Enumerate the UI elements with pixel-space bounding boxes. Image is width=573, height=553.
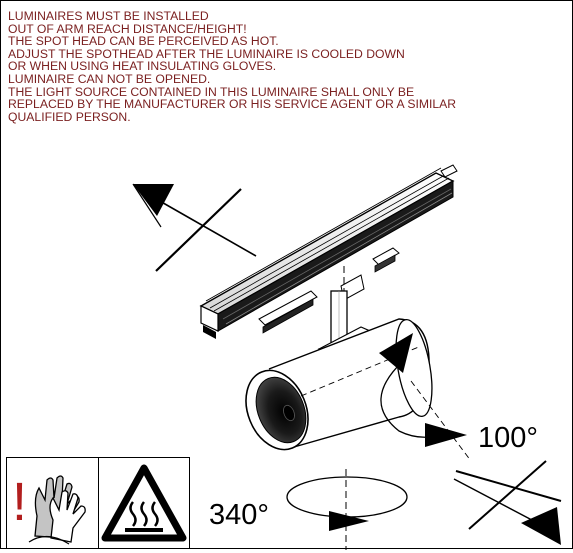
warning-line: THE LIGHT SOURCE CONTAINED IN THIS LUMIN… — [8, 84, 415, 99]
rotation-arrow — [286, 469, 408, 550]
track-adapter — [199, 164, 458, 339]
warning-line: THE SPOT HEAD CAN BE PERCEIVED AS HOT. — [8, 34, 279, 49]
exclamation-mark: ! — [12, 472, 27, 532]
not-allowed-lower-arrow — [453, 460, 562, 545]
warning-line: OUT OF ARM REACH DISTANCE/HEIGHT! — [8, 21, 247, 36]
tilt-angle-label: 100° — [478, 422, 538, 454]
warning-text-block: LUMINAIRES MUST BE INSTALLED OUT OF ARM … — [8, 10, 568, 123]
warning-line: REPLACED BY THE MANUFACTURER OR HIS SERV… — [8, 97, 457, 112]
hot-surface-icon-box — [98, 457, 190, 549]
heat-gloves-icon: ! — [12, 472, 86, 545]
hot-surface-warning-icon — [101, 464, 187, 542]
warning-line: ADJUST THE SPOTHEAD AFTER THE LUMINAIRE … — [8, 46, 405, 61]
tilt-arrow — [379, 333, 467, 447]
warning-line: LUMINAIRES MUST BE INSTALLED — [8, 9, 209, 23]
warning-line: LUMINAIRE CAN NOT BE OPENED. — [8, 71, 211, 86]
warning-line: OR WHEN USING HEAT INSULATING GLOVES. — [8, 59, 277, 74]
gloves-icon-box: ! — [6, 457, 99, 549]
not-allowed-upper-arrow — [132, 183, 257, 272]
rotation-angle-label: 340° — [209, 499, 269, 531]
warning-line: QUALIFIED PERSON. — [8, 109, 131, 124]
